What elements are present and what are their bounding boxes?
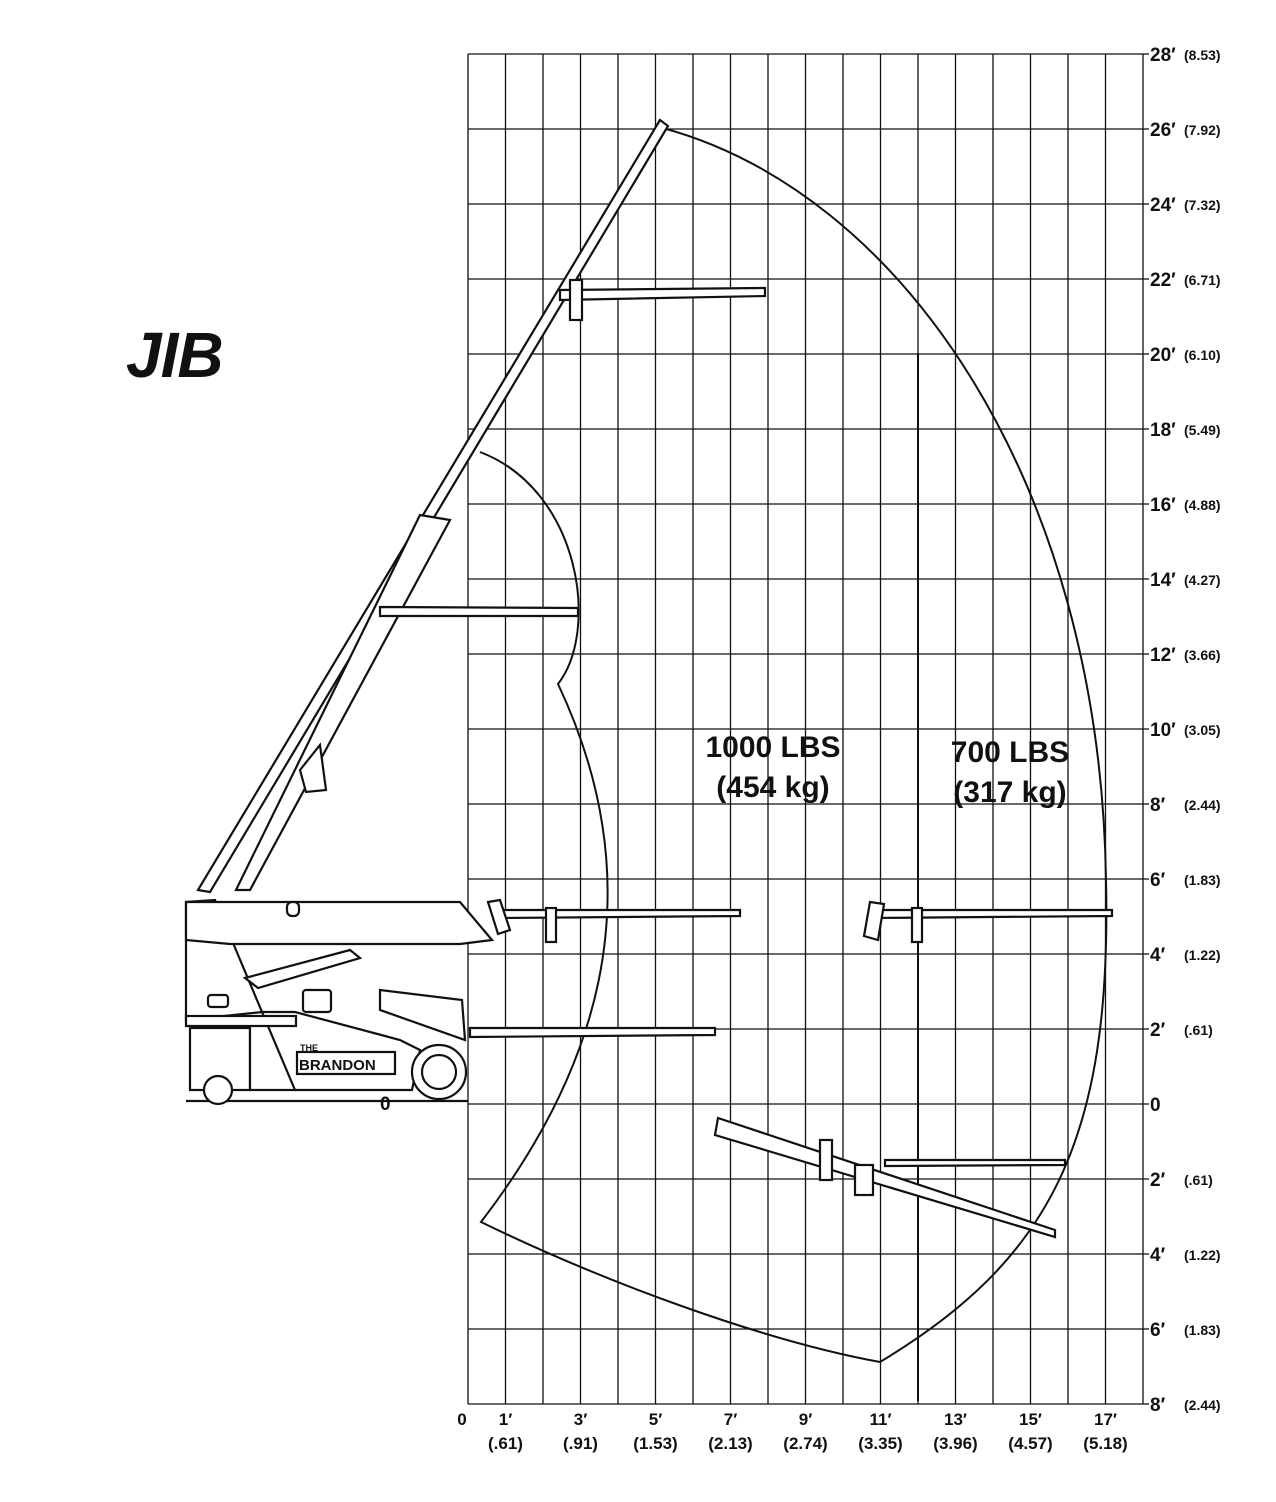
base-zero-label: 0 (380, 1094, 391, 1115)
reach-axis: 0 1′ (.61) 3′ (.91) 5′ (1.53) 7′ (2.13) 9′ (2.74) 1… (457, 1410, 1127, 1453)
height-tick-label: 4′ (1150, 945, 1166, 966)
reach-tick-label: 3′ (574, 1410, 588, 1429)
zone-700-weight: 700 LBS (951, 736, 1069, 769)
reach-tick-label: 0 (457, 1410, 466, 1429)
reach-tick-label: 13′ (944, 1410, 967, 1429)
zone-1000-weight: 1000 LBS (705, 731, 840, 764)
reach-tick-label: 1′ (499, 1410, 513, 1429)
chart-grid (467, 53, 1144, 1405)
height-tick-label: 6′ (1150, 1320, 1166, 1341)
reach-tick-label: 9′ (799, 1410, 813, 1429)
zone-700-kg: (317 kg) (953, 776, 1066, 809)
reach-envelope-outer (479, 126, 1108, 1364)
reach-tick-metric: (4.57) (1008, 1434, 1052, 1453)
reach-tick-metric: (2.74) (783, 1434, 827, 1453)
height-tick-metric: (3.05) (1184, 722, 1221, 738)
height-tick-label: 28′ (1150, 45, 1176, 66)
height-tick-label: 2′ (1150, 1020, 1166, 1041)
zone-1000: 1000 LBS (454 kg) (705, 731, 840, 804)
diagram-title: JIB (126, 319, 224, 391)
height-tick-label: 4′ (1150, 1245, 1166, 1266)
height-tick-metric: (1.83) (1184, 872, 1221, 888)
height-tick-label: 18′ (1150, 420, 1176, 441)
height-tick-metric: (5.49) (1184, 422, 1221, 438)
height-tick-metric: (.61) (1184, 1172, 1213, 1188)
height-tick-label: 14′ (1150, 570, 1176, 591)
height-tick-metric: (1.83) (1184, 1322, 1221, 1338)
height-tick-metric: (2.44) (1184, 1397, 1221, 1413)
reach-tick-label: 7′ (724, 1410, 738, 1429)
height-tick-label: 2′ (1150, 1170, 1166, 1191)
reach-tick-label: 15′ (1019, 1410, 1042, 1429)
height-tick-label: 24′ (1150, 195, 1176, 216)
height-tick-metric: (7.92) (1184, 122, 1221, 138)
reach-tick-metric: (3.35) (858, 1434, 902, 1453)
height-tick-metric: (.61) (1184, 1022, 1213, 1038)
brand-prefix: THE (300, 1043, 318, 1053)
zone-700: 700 LBS (317 kg) (951, 736, 1069, 809)
height-tick-label: 26′ (1150, 120, 1176, 141)
height-tick-metric: (6.10) (1184, 347, 1221, 363)
height-tick-metric: (2.44) (1184, 797, 1221, 813)
height-tick-label: 12′ (1150, 645, 1176, 666)
height-tick-metric: (3.66) (1184, 647, 1221, 663)
height-tick-label: 16′ (1150, 495, 1176, 516)
reach-tick-metric: (.61) (488, 1434, 523, 1453)
reach-tick-label: 5′ (649, 1410, 663, 1429)
zone-1000-kg: (454 kg) (716, 771, 829, 804)
height-axis: 28′ (8.53) 26′ (7.92) 24′ (7.32) 22′ (6.71) 20′ (… (1143, 45, 1221, 1416)
height-tick-label: 6′ (1150, 870, 1166, 891)
height-tick-label: 10′ (1150, 720, 1176, 741)
height-tick-metric: (7.32) (1184, 197, 1221, 213)
height-tick-metric: (8.53) (1184, 47, 1221, 63)
height-tick-label: 20′ (1150, 345, 1176, 366)
height-tick-label: 22′ (1150, 270, 1176, 291)
reach-tick-label: 17′ (1094, 1410, 1117, 1429)
boom-positions (184, 118, 1114, 1239)
height-tick-label: 0 (1150, 1095, 1161, 1116)
height-tick-metric: (1.22) (1184, 1247, 1221, 1263)
height-tick-metric: (1.22) (1184, 947, 1221, 963)
height-tick-metric: (4.27) (1184, 572, 1221, 588)
brand-name: BRANDON (299, 1057, 376, 1074)
reach-tick-metric: (1.53) (633, 1434, 677, 1453)
reach-tick-metric: (.91) (563, 1434, 598, 1453)
height-tick-metric: (4.88) (1184, 497, 1221, 513)
height-tick-label: 8′ (1150, 795, 1166, 816)
height-tick-metric: (6.71) (1184, 272, 1221, 288)
reach-tick-metric: (5.18) (1083, 1434, 1127, 1453)
reach-tick-label: 11′ (869, 1410, 891, 1429)
height-tick-label: 8′ (1150, 1395, 1166, 1416)
reach-tick-metric: (2.13) (708, 1434, 752, 1453)
machine-base (184, 898, 468, 1106)
reach-tick-metric: (3.96) (933, 1434, 977, 1453)
